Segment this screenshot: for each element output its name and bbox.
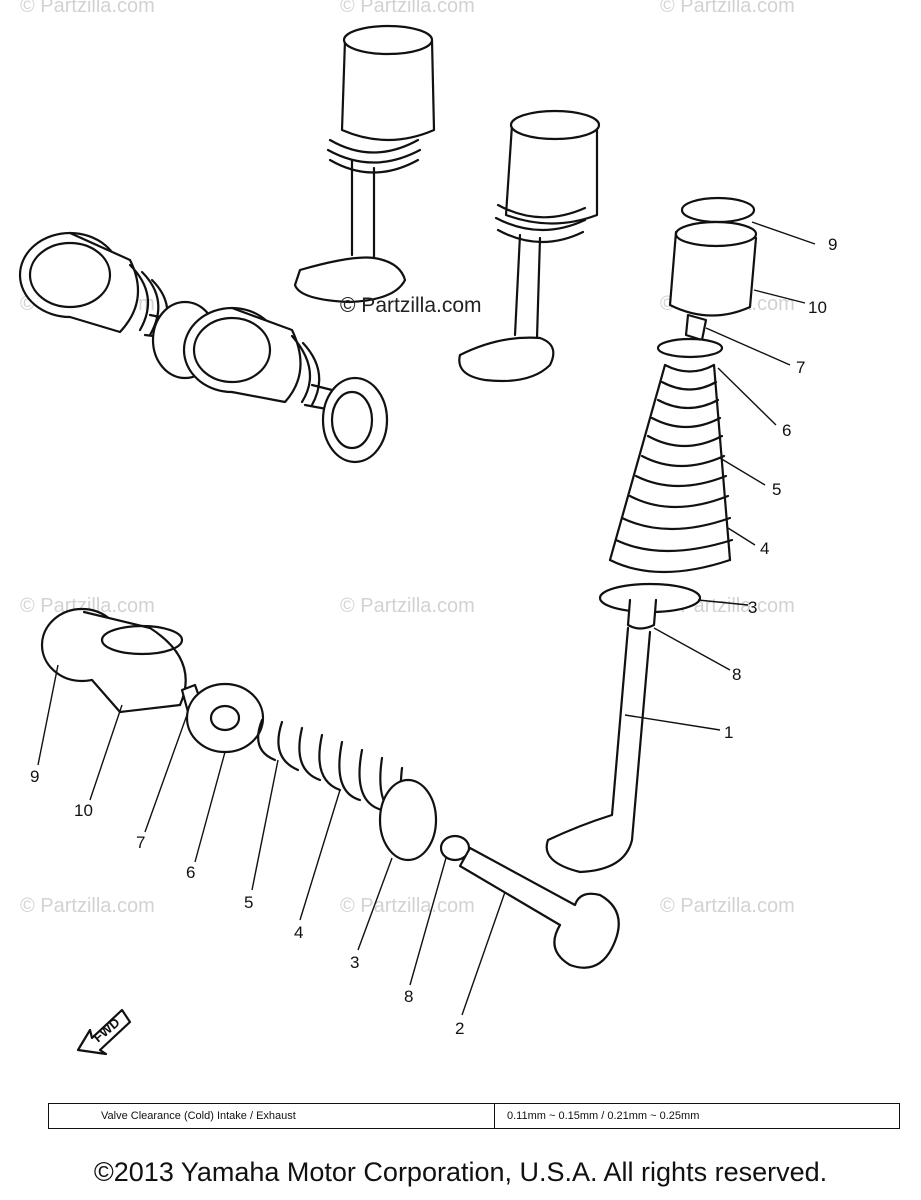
spec-label: Valve Clearance (Cold) Intake / Exhaust <box>49 1104 495 1128</box>
callouts: 9 10 7 6 5 4 3 8 1 9 10 7 6 5 4 3 8 2 <box>30 235 837 1038</box>
callout-8-left: 8 <box>404 987 413 1006</box>
callout-8-right: 8 <box>732 665 741 684</box>
part-springs-right <box>608 363 734 574</box>
spec-table: Valve Clearance (Cold) Intake / Exhaust … <box>48 1103 900 1129</box>
callout-4-left: 4 <box>294 923 303 942</box>
watermark-text: © Partzilla.com <box>20 895 155 917</box>
part-retainer-left <box>185 682 265 754</box>
part-lifter-left <box>82 610 187 714</box>
part-valve-intake <box>545 626 652 874</box>
callout-9-right: 9 <box>828 235 837 254</box>
watermark-text: © Partzilla.com <box>340 895 475 917</box>
watermark-text: © Partzilla.com <box>660 895 795 917</box>
leader-lines <box>37 221 816 1016</box>
callout-10-left: 10 <box>74 801 93 820</box>
part-spring-seat-left <box>378 778 438 862</box>
watermark-text: © Partzilla.com <box>660 0 795 17</box>
part-seal-right <box>626 598 658 630</box>
part-keeper-right <box>684 313 708 342</box>
watermark-text: © Partzilla.com <box>340 595 475 617</box>
part-retainer-right <box>656 337 724 359</box>
valve-assembly-left-b <box>182 306 389 464</box>
copyright-notice: ©2013 Yamaha Motor Corporation, U.S.A. A… <box>93 1157 828 1187</box>
valve-assembly-right <box>545 196 758 874</box>
callout-9-left: 9 <box>30 767 39 786</box>
callout-4-right: 4 <box>760 539 769 558</box>
callout-7-right: 7 <box>796 358 805 377</box>
valve-assembly-top-b <box>458 109 601 383</box>
watermark-text: © Partzilla.com <box>340 0 475 17</box>
callout-6-left: 6 <box>186 863 195 882</box>
callout-6-right: 6 <box>782 421 791 440</box>
fwd-arrow <box>76 1008 132 1056</box>
part-shim-right <box>680 196 756 224</box>
callout-5-left: 5 <box>244 893 253 912</box>
callout-2-left: 2 <box>455 1019 464 1038</box>
callout-3-right: 3 <box>748 598 757 617</box>
callout-3-left: 3 <box>350 953 359 972</box>
callout-10-right: 10 <box>808 298 827 317</box>
part-lifter-right <box>668 230 758 317</box>
watermark-text: © Partzilla.com <box>20 595 155 617</box>
spec-value: 0.11mm ~ 0.15mm / 0.21mm ~ 0.25mm <box>507 1110 700 1122</box>
callout-7-left: 7 <box>136 833 145 852</box>
valve-assembly-top-a <box>293 24 436 304</box>
part-valve-exhaust <box>458 846 620 969</box>
callout-1-right: 1 <box>724 723 733 742</box>
watermark-center: © Partzilla.com <box>340 294 482 317</box>
watermark-text: © Partzilla.com <box>20 0 155 17</box>
callout-5-right: 5 <box>772 480 781 499</box>
